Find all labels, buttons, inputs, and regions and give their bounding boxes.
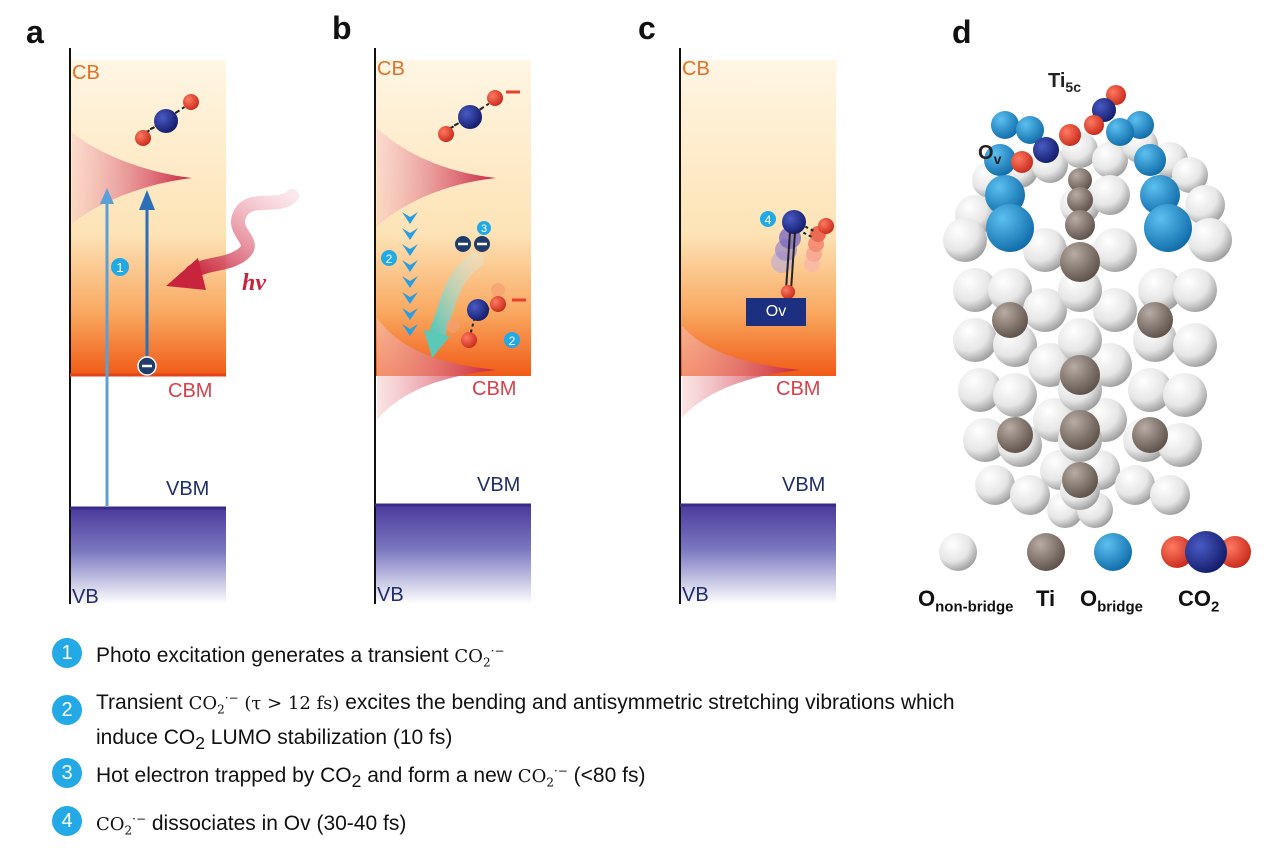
relaxation-chevrons (402, 212, 418, 336)
cb-label-c: CB (682, 58, 710, 80)
panel-d-structure (943, 85, 1232, 528)
legend-o-nonbridge: Onon-bridge (918, 586, 1014, 616)
valence-band-c (680, 505, 836, 604)
step-badge-4-label: 4 (765, 213, 772, 227)
relaxed-distribution-c (682, 326, 800, 418)
step-badge-1 (111, 258, 129, 276)
note-text: Photo excitation generates a transient C… (96, 644, 505, 670)
step-badge-2b (504, 332, 520, 348)
note-badge: 2 (52, 695, 82, 725)
step-badge-1-label: 1 (116, 260, 123, 275)
band-diagrams: 1 2 (69, 48, 1251, 604)
cbm-label-a: CBM (168, 380, 213, 402)
valence-band-a (70, 508, 226, 604)
note-text: Hot electron trapped by CO2 and form a n… (96, 764, 646, 792)
vbm-label-b: VBM (477, 474, 521, 496)
legend-o-bridge-sphere (1094, 533, 1132, 571)
vbm-label-c: VBM (782, 474, 826, 496)
co2-anion-top (438, 90, 520, 142)
cbm-label-b: CBM (472, 378, 517, 400)
step-badge-3 (477, 221, 491, 235)
vb-label-b: VB (377, 584, 404, 606)
legend-spheres (939, 531, 1251, 573)
legend-co2: CO2 (1178, 586, 1220, 616)
note-3: 3 Hot electron trapped by CO2 and form a… (52, 758, 645, 797)
ti5c-label: Ti5c (1048, 70, 1081, 95)
note-4: 4 CO2·− dissociates in Ov (30-40 fs) (52, 806, 406, 845)
note-badge: 4 (52, 806, 82, 836)
vb-label-c: VB (682, 584, 709, 606)
panel-letter-c: c (638, 10, 656, 46)
photon-wave (185, 189, 299, 279)
legend-co2-sphere (1161, 531, 1251, 573)
panel-b: 2 3 2 (374, 48, 531, 604)
excited-distribution-b (377, 128, 496, 226)
cb-label-a: CB (72, 62, 100, 84)
conduction-band-c (680, 60, 836, 376)
valence-band-b (375, 505, 531, 604)
step-badge-2a-label: 2 (386, 252, 393, 266)
panel-c: 4 (679, 48, 836, 604)
trapping-arrow (428, 252, 484, 344)
legend-o-nonbridge-sphere (939, 533, 977, 571)
step-badge-4 (760, 211, 776, 227)
note-badge: 3 (52, 758, 82, 788)
dissociation-trail (771, 210, 834, 299)
co2-anion-bent (446, 283, 526, 348)
panel-letter-d: d (952, 14, 972, 50)
vbm-label-a: VBM (166, 478, 210, 500)
cb-label-b: CB (377, 58, 405, 80)
legend-ti-sphere (1027, 533, 1065, 571)
legend-o-bridge: Obridge (1080, 586, 1143, 616)
photon-hv-label: hv (242, 270, 266, 296)
legend-ti: Ti (1036, 586, 1056, 611)
panel-a: 1 (69, 48, 299, 604)
note-text: Transient CO2·− (τ > 12 fs) excites the … (96, 691, 955, 753)
note-1: 1 Photo excitation generates a transient… (52, 638, 504, 677)
oxygen-vacancy-box: Ov (746, 298, 806, 326)
adsorbed-co2 (1011, 85, 1126, 173)
panel-letter-a: a (26, 14, 44, 50)
panel-letter-b: b (332, 10, 352, 46)
note-2: 2 Transient CO2·− (τ > 12 fs) excites th… (52, 685, 955, 757)
co2-molecule-a (135, 94, 199, 146)
note-text: CO2·− dissociates in Ov (30-40 fs) (96, 812, 407, 838)
step-badge-3-label: 3 (481, 223, 487, 235)
step-badge-2b-label: 2 (509, 334, 516, 348)
arrowhead-icon (139, 190, 155, 210)
arrowhead-icon (100, 188, 114, 204)
photon-arrowhead-icon (166, 258, 206, 290)
relaxed-distribution-b (377, 318, 496, 420)
vb-label-a: VB (72, 586, 99, 608)
ov-label: Ov (978, 142, 1002, 167)
step-badge-2a (381, 250, 397, 266)
note-badge: 1 (52, 638, 82, 668)
trapping-arrowhead-icon (424, 330, 450, 358)
cbm-label-c: CBM (776, 378, 821, 400)
